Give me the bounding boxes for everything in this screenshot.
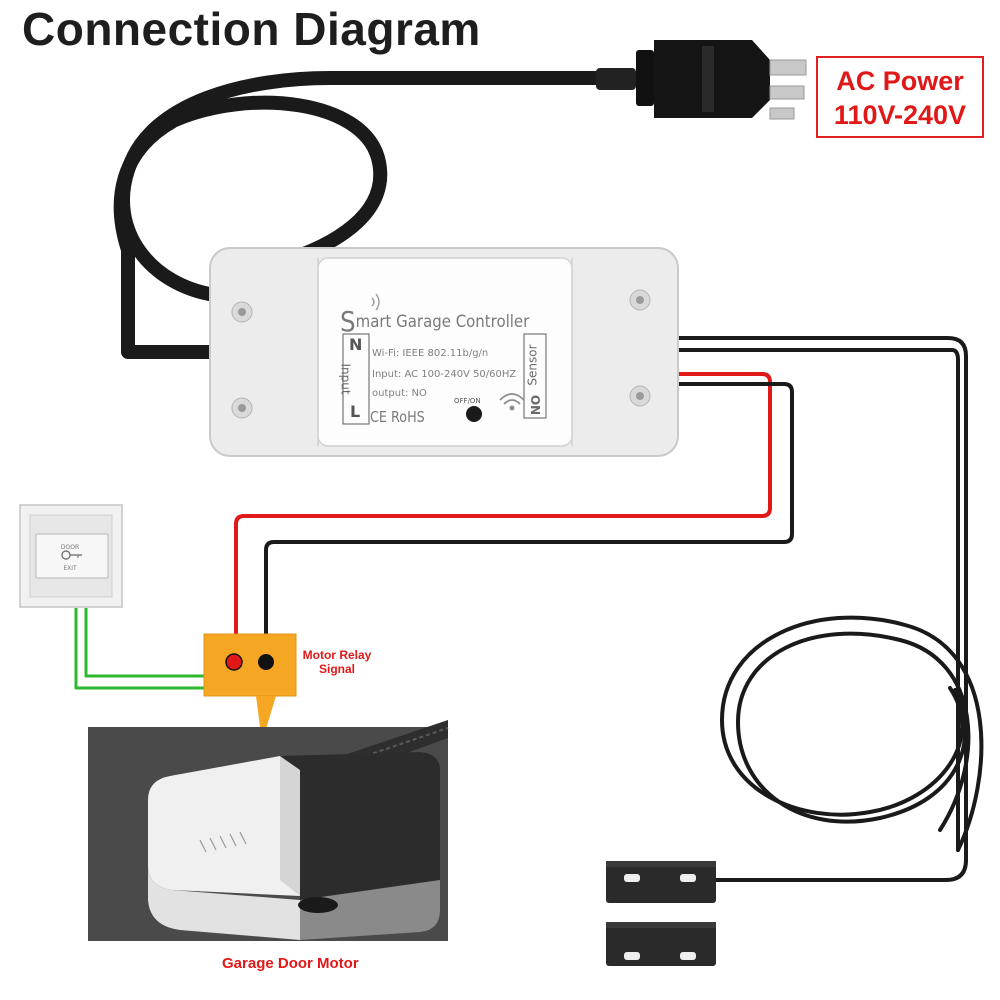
page-title: Connection Diagram: [22, 3, 481, 55]
terminal-sensor-label: Sensor: [525, 344, 540, 386]
power-cable: [113, 71, 615, 359]
exit-switch: [19, 504, 123, 608]
power-button[interactable]: [466, 406, 482, 422]
exit-switch-exit-text: EXIT: [63, 565, 77, 572]
terminal-no-letter: NO: [529, 394, 544, 416]
controller-name-rest: mart Garage Controller: [355, 312, 530, 332]
brand-signal-icon: [371, 293, 380, 311]
spec-output: output: NO: [372, 388, 427, 399]
magnetic-sensor-icon: [606, 861, 716, 966]
motor-relay-block: [203, 633, 297, 742]
smart-controller: [209, 247, 679, 457]
motor-relay-line1: Motor Relay: [302, 648, 372, 662]
ac-power-label: AC Power 110V-240V: [816, 56, 984, 138]
door-key-icon: [61, 550, 82, 560]
garage-motor-photo: [88, 720, 449, 941]
ac-power-line1: AC Power: [836, 66, 964, 96]
controller-name: Smart Garage Controller: [340, 305, 529, 338]
exit-switch-door-text: DOOR: [60, 544, 80, 551]
motor-relay-label: Motor Relay Signal: [302, 648, 372, 676]
power-plug-icon: [596, 40, 807, 120]
terminal-l-letter: L: [350, 402, 361, 421]
garage-motor-label: Garage Door Motor: [222, 955, 359, 972]
spec-wifi: Wi-Fi: IEEE 802.11b/g/n: [372, 348, 489, 359]
terminal-n-letter: N: [349, 335, 363, 354]
power-button-label: OFF/ON: [454, 397, 481, 405]
spec-input: Input: AC 100-240V 50/60HZ: [372, 369, 517, 380]
wifi-signal-icon: [499, 393, 525, 411]
relay-wires: [234, 372, 794, 662]
motor-relay-line2: Signal: [318, 662, 355, 676]
ac-power-line2: 110V-240V: [833, 100, 967, 130]
sensor-cable: [674, 336, 984, 882]
controller-brand-initial: S: [340, 305, 356, 338]
certifications: CE RoHS: [370, 408, 425, 426]
terminal-input-label: Input: [338, 363, 353, 395]
